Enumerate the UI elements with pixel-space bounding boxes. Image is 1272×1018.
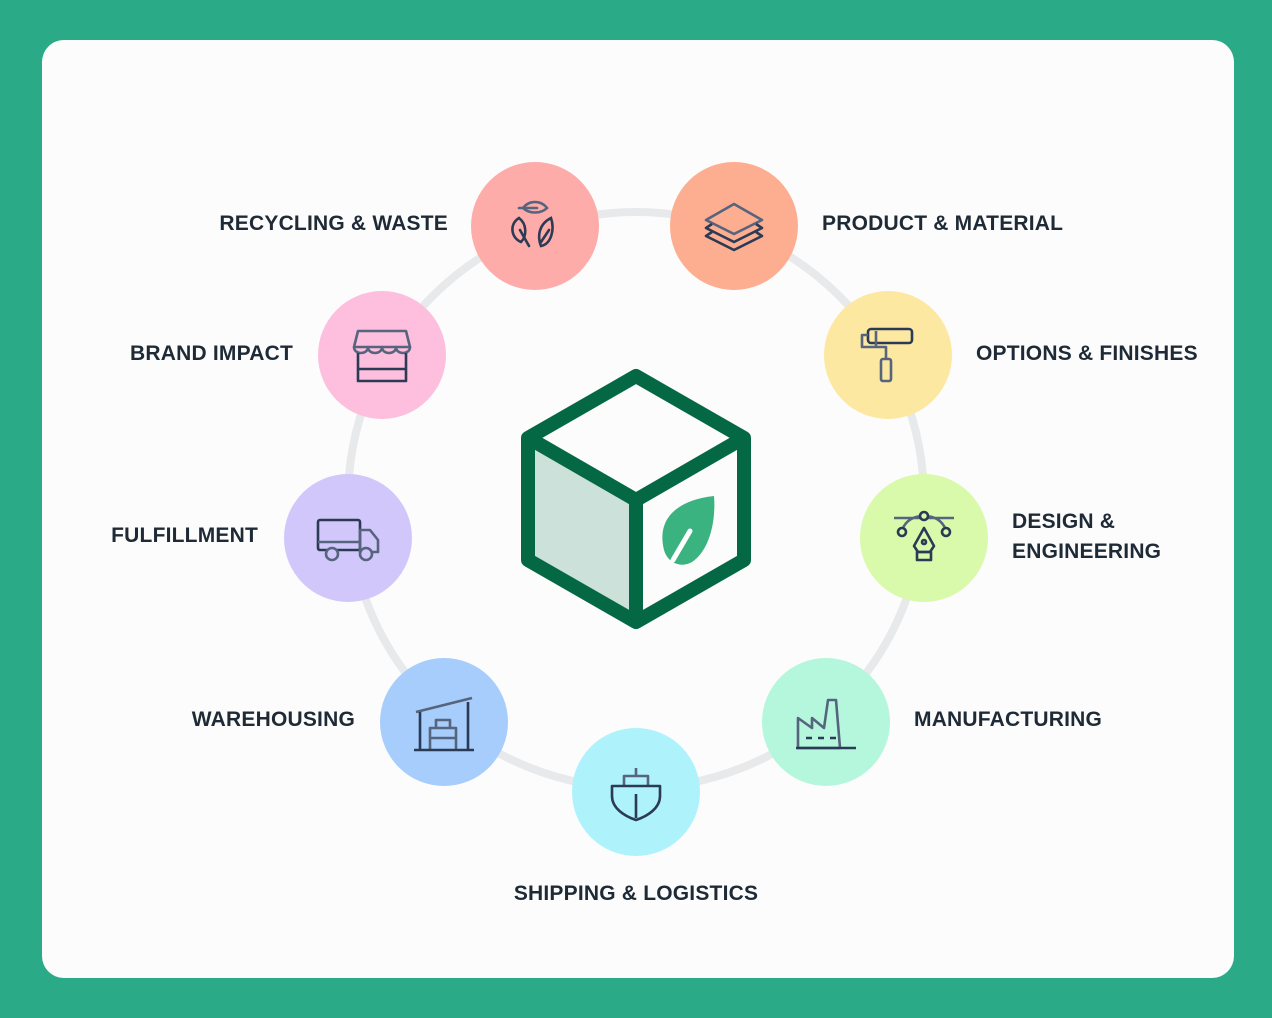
label-brand: BRAND IMPACT [130, 342, 293, 365]
paint-roller-icon [860, 327, 914, 383]
factory-icon [796, 698, 856, 750]
ship-icon [610, 768, 662, 822]
label-design-line1: DESIGN & [1012, 510, 1116, 533]
node-options[interactable] [824, 291, 952, 419]
node-shipping[interactable] [572, 728, 700, 856]
label-recycling: RECYCLING & WASTE [219, 212, 448, 235]
label-shipping: SHIPPING & LOGISTICS [513, 882, 759, 905]
label-options: OPTIONS & FINISHES [976, 342, 1198, 365]
node-design[interactable] [860, 474, 988, 602]
label-fulfillment: FULFILLMENT [111, 524, 258, 547]
pen-tool-icon [894, 510, 954, 562]
label-design-line2: ENGINEERING [1012, 540, 1162, 563]
label-manufacturing: MANUFACTURING [914, 708, 1103, 731]
storefront-icon [352, 329, 412, 383]
node-product[interactable] [670, 162, 798, 290]
node-warehousing[interactable] [380, 658, 508, 786]
label-warehousing: WAREHOUSING [191, 708, 355, 731]
node-recycling[interactable] [471, 162, 599, 290]
truck-icon [316, 518, 380, 562]
node-manufacturing[interactable] [762, 658, 890, 786]
eco-box-icon [521, 369, 751, 629]
node-fulfillment[interactable] [284, 474, 412, 602]
warehouse-icon [414, 696, 474, 752]
label-product: PRODUCT & MATERIAL [822, 212, 1064, 235]
diagram-card: RECYCLING & WASTE PRODUCT & MATERIAL OPT… [42, 40, 1234, 978]
recycle-leaves-icon [511, 200, 554, 248]
node-brand[interactable] [318, 291, 446, 419]
layers-icon [704, 202, 764, 252]
